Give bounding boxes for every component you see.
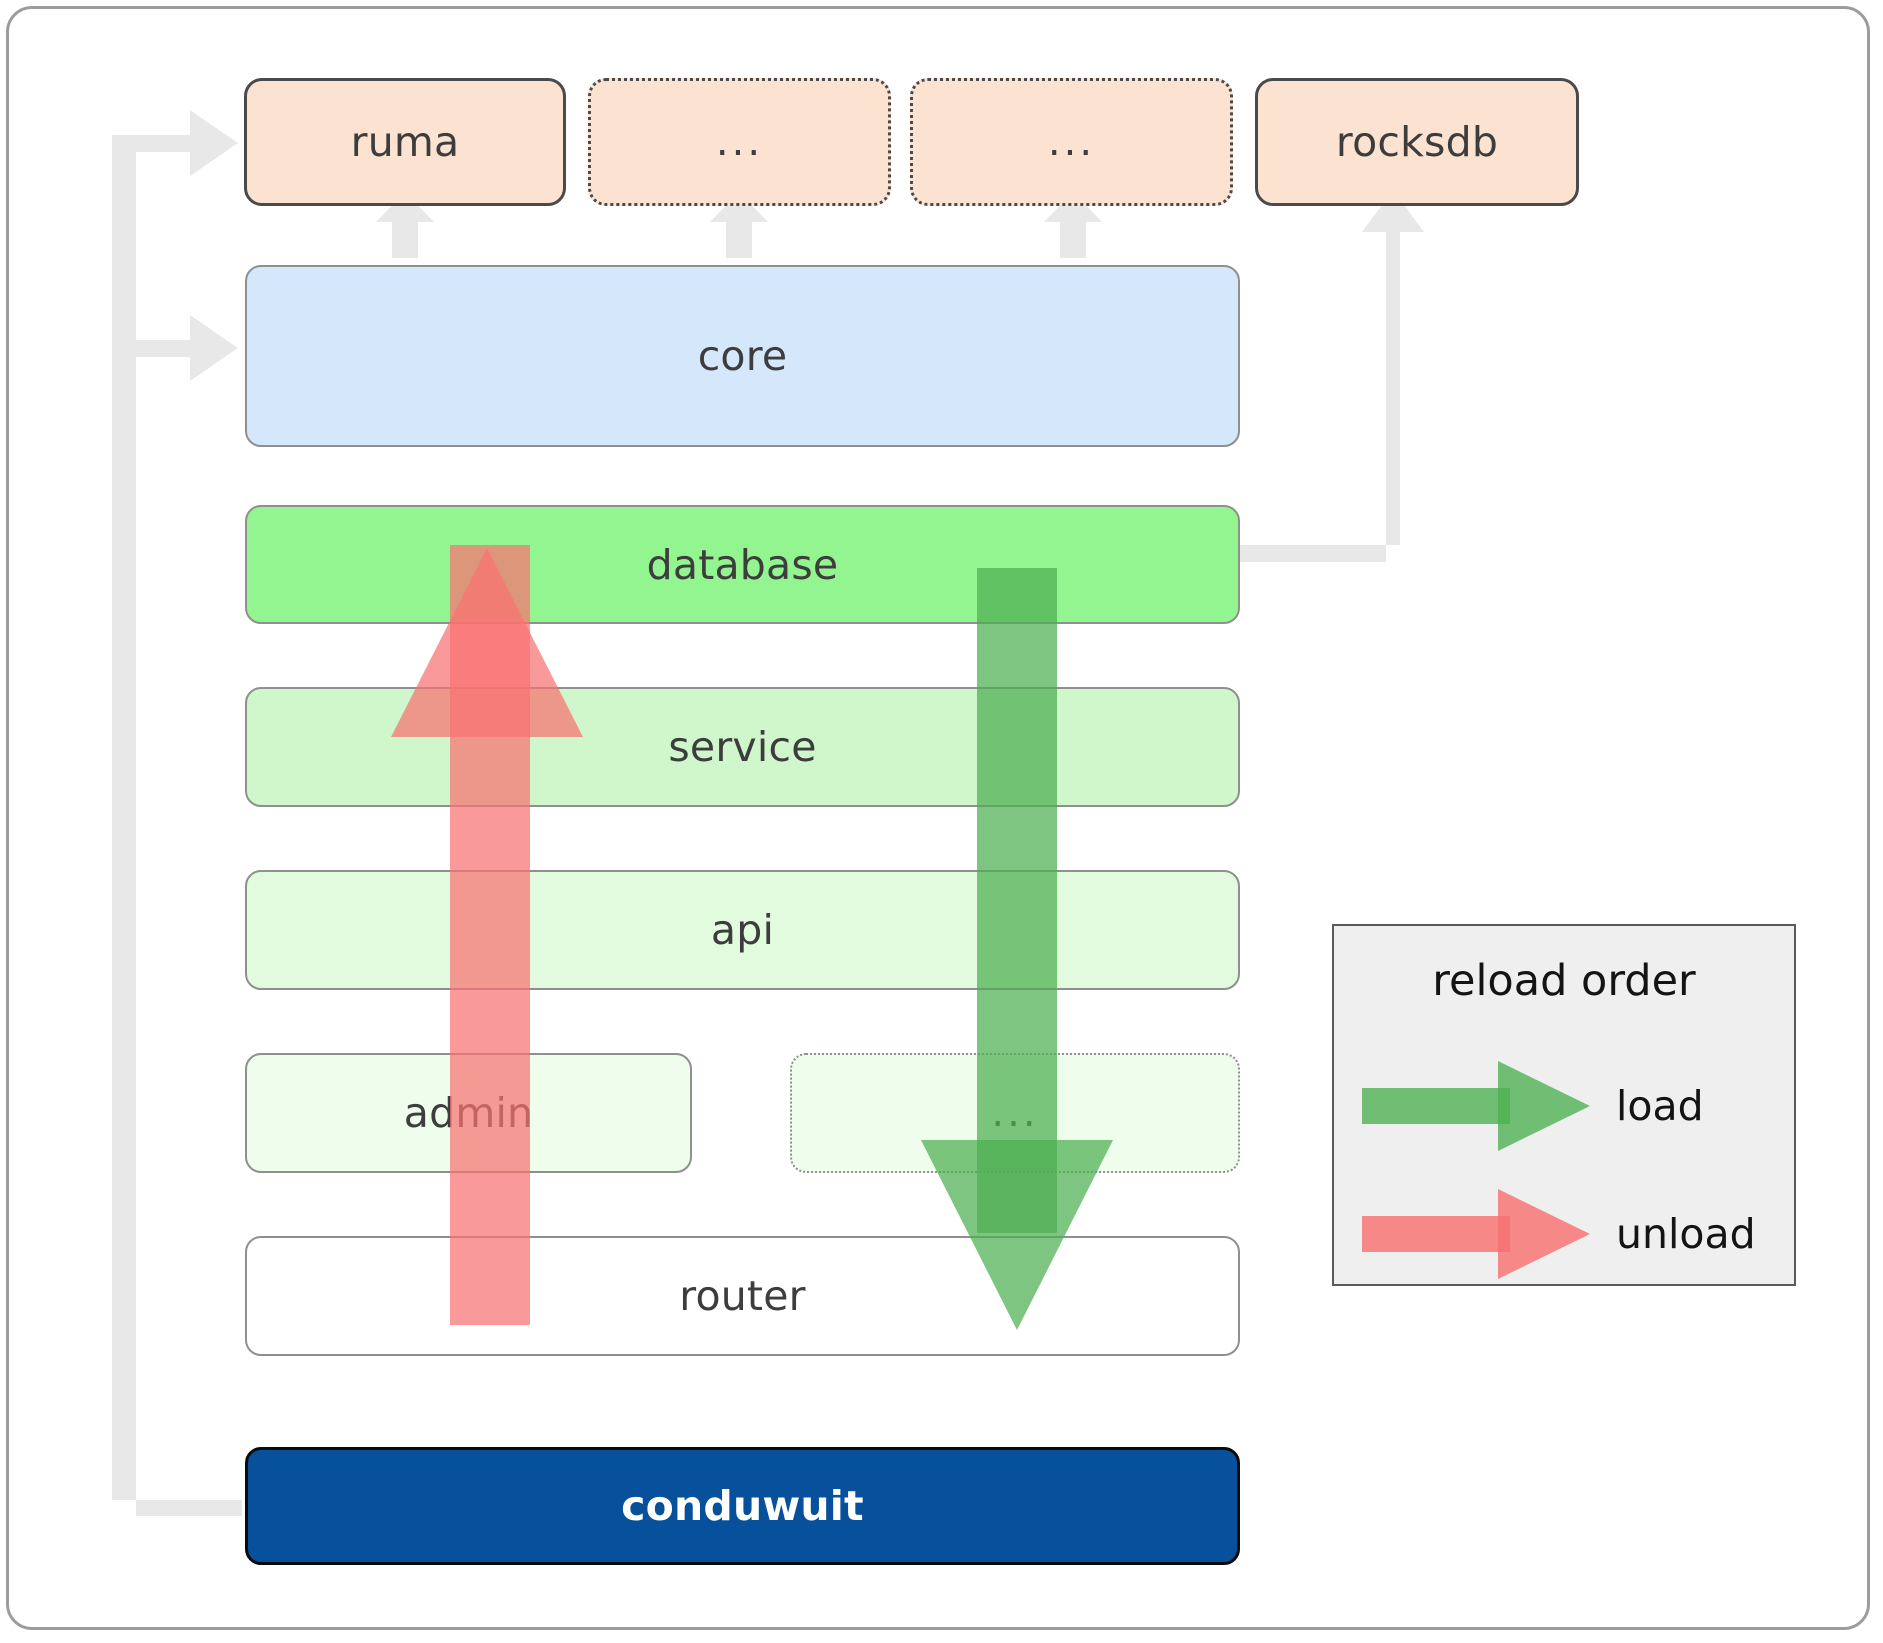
layer-box-admin[interactable]: admin	[245, 1053, 692, 1173]
layer-label-core: core	[697, 332, 788, 380]
legend-load-label: load	[1616, 1082, 1704, 1130]
dependency-label-placeholder-1: ...	[715, 119, 764, 165]
dependency-label-rocksdb: rocksdb	[1335, 118, 1499, 166]
layer-label-service: service	[668, 723, 817, 771]
dependency-box-ruma[interactable]: ruma	[244, 78, 566, 206]
diagram-frame	[6, 6, 1870, 1630]
layer-label-router: router	[679, 1272, 806, 1320]
dependency-label-placeholder-2: ...	[1047, 119, 1096, 165]
application-box-conduwuit[interactable]: conduwuit	[245, 1447, 1240, 1565]
dependency-box-placeholder-1[interactable]: ...	[588, 78, 891, 206]
legend-item-load: load	[1334, 1058, 1794, 1154]
layer-label-admin: admin	[403, 1089, 534, 1137]
layer-box-service[interactable]: service	[245, 687, 1240, 807]
legend-unload-arrow-icon	[1362, 1189, 1590, 1279]
application-label-conduwuit: conduwuit	[621, 1482, 864, 1530]
layer-box-database[interactable]: database	[245, 505, 1240, 624]
legend-item-unload: unload	[1334, 1186, 1794, 1282]
dependency-box-rocksdb[interactable]: rocksdb	[1255, 78, 1579, 206]
layer-label-database: database	[646, 540, 839, 589]
layer-label-api: api	[710, 906, 775, 954]
layer-box-router[interactable]: router	[245, 1236, 1240, 1356]
layer-box-core[interactable]: core	[245, 265, 1240, 447]
dependency-box-placeholder-2[interactable]: ...	[910, 78, 1233, 206]
legend-load-arrow-icon	[1362, 1061, 1590, 1151]
layer-box-api[interactable]: api	[245, 870, 1240, 990]
layer-box-placeholder[interactable]: ...	[790, 1053, 1240, 1173]
legend-unload-label: unload	[1616, 1210, 1756, 1258]
legend-panel: reload order load unload	[1332, 924, 1796, 1286]
layer-label-placeholder: ...	[991, 1090, 1039, 1136]
legend-title: reload order	[1432, 956, 1696, 1006]
dependency-label-ruma: ruma	[350, 118, 460, 166]
